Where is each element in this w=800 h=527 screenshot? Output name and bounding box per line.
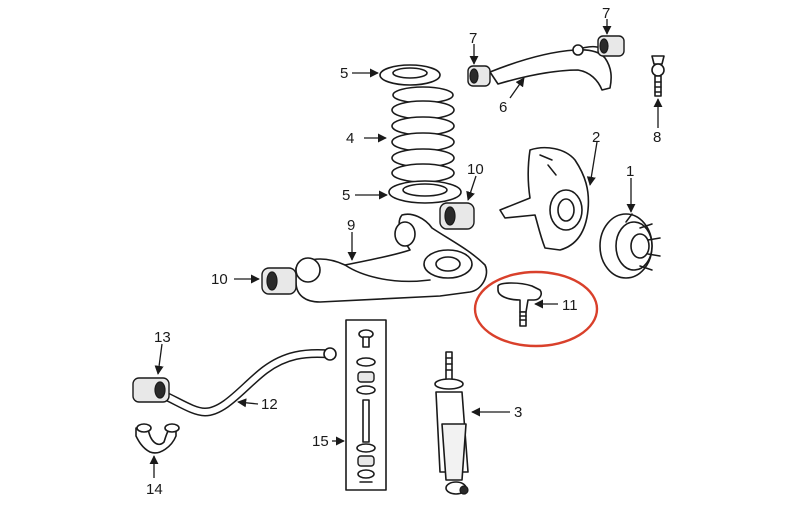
upper-bushing-front — [597, 35, 625, 57]
callout-5-lower: 5 — [342, 187, 350, 204]
stabilizer-bushing — [132, 377, 170, 403]
spring-insulator-upper — [379, 64, 441, 86]
callout-3: 3 — [514, 404, 522, 421]
callout-6: 6 — [499, 99, 507, 116]
lower-bushing-front — [261, 267, 297, 295]
callout-5-upper: 5 — [340, 65, 348, 82]
callout-7-front: 7 — [602, 5, 610, 22]
callout-12: 12 — [261, 396, 278, 413]
hub-bearing — [599, 213, 661, 279]
callout-7-rear: 7 — [469, 30, 477, 47]
coil-spring — [391, 86, 455, 183]
callout-15: 15 — [312, 433, 329, 450]
callout-11: 11 — [562, 297, 578, 314]
callout-numbers: 5 4 5 7 7 6 8 2 1 10 9 10 11 13 12 14 15… — [146, 5, 661, 498]
spring-insulator-lower — [388, 180, 462, 204]
tie-rod-end — [497, 282, 542, 327]
callout-10-rear: 10 — [467, 161, 484, 178]
upper-bushing-rear — [467, 65, 491, 87]
callout-9: 9 — [347, 217, 355, 234]
callout-8: 8 — [653, 129, 661, 146]
highlight-ellipse — [473, 270, 599, 348]
callout-13: 13 — [154, 329, 171, 346]
callout-2: 2 — [592, 129, 600, 146]
upper-ball-joint — [651, 55, 665, 97]
lower-control-arm — [295, 213, 488, 303]
link-kit — [345, 319, 387, 491]
shock-absorber — [434, 351, 469, 495]
callout-10-front: 10 — [211, 271, 228, 288]
stabilizer-bar — [140, 347, 337, 417]
callout-1: 1 — [626, 163, 634, 180]
lower-bushing-rear — [439, 202, 475, 230]
callout-14: 14 — [146, 481, 163, 498]
steering-knuckle — [499, 146, 590, 251]
upper-control-arm — [489, 44, 612, 91]
callout-4: 4 — [346, 130, 354, 147]
stabilizer-clamp — [135, 423, 180, 454]
leader-lines — [149, 19, 663, 478]
